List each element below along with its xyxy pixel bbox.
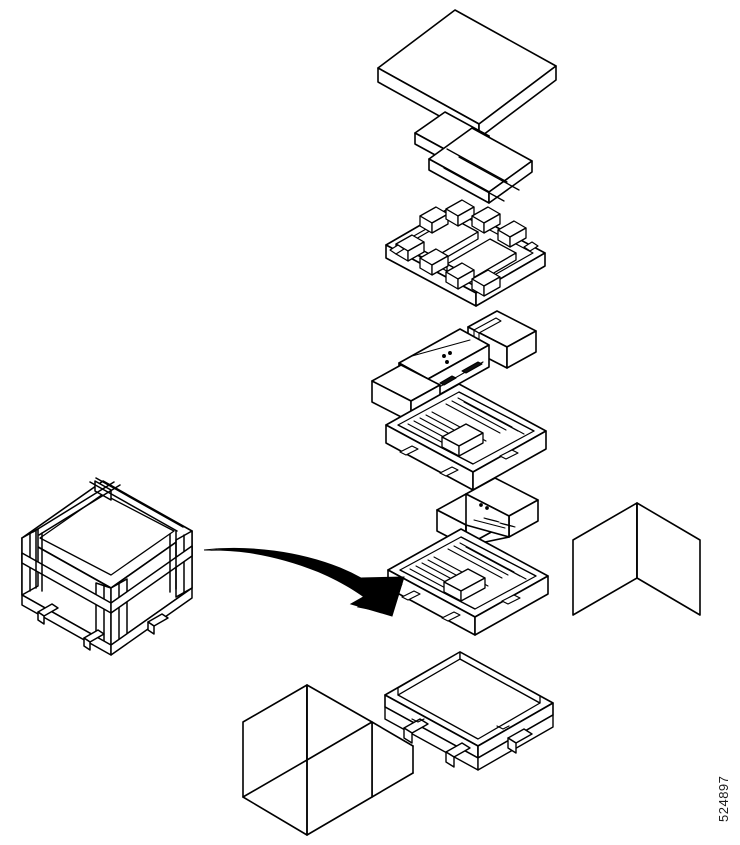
molded-pallet-tray-upper (385, 383, 547, 491)
figure-number: 524897 (716, 775, 731, 822)
molded-cushion-tray-upper (385, 199, 546, 307)
carton-sleeve-left (242, 684, 414, 836)
disassembly-arrow (203, 547, 405, 617)
chassis-unit-upper (398, 328, 490, 402)
crate-base-pallet (384, 651, 554, 771)
molded-pallet-tray-lower (387, 528, 549, 636)
carton-sleeve-right (572, 502, 701, 616)
scored-foam-pad (428, 127, 533, 204)
assembled-shipping-crate (21, 477, 193, 656)
